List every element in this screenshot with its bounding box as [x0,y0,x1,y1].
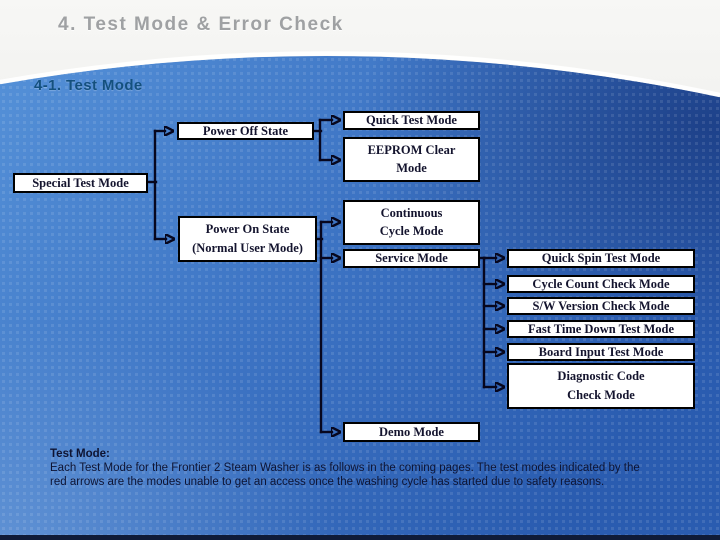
node-quick-spin-test-mode: Quick Spin Test Mode [507,249,695,268]
footer-line-1: Each Test Mode for the Frontier 2 Steam … [50,462,640,474]
node-fast-time-down-test-mode: Fast Time Down Test Mode [507,320,695,338]
node-label: Cycle Mode [379,224,444,238]
node-power-off-state: Power Off State [177,122,314,140]
section-title: 4-1. Test Mode [34,77,143,94]
node-service-mode: Service Mode [343,249,480,268]
footer-note: Test Mode: Each Test Mode for the Fronti… [50,447,700,489]
node-label: Continuous [380,206,443,220]
node-board-input-test-mode: Board Input Test Mode [507,343,695,361]
node-cycle-count-check-mode: Cycle Count Check Mode [507,275,695,293]
node-label: Mode [396,161,427,175]
node-demo-mode: Demo Mode [343,422,480,442]
node-label: Demo Mode [379,424,444,439]
node-label: Service Mode [375,251,448,265]
node-label: Power On State [205,222,290,237]
node-label: Power Off State [202,123,289,138]
node-quick-test-mode: Quick Test Mode [343,111,480,130]
node-diagnostic-code-check-mode: Diagnostic Code Check Mode [507,363,695,409]
node-label: EEPROM Clear [367,143,456,157]
node-label: (Normal User Mode) [192,240,303,255]
node-label: S/W Version Check Mode [532,298,670,313]
node-label: Diagnostic Code [557,369,645,384]
node-label: Check Mode [567,387,635,402]
node-label: Fast Time Down Test Mode [527,321,675,336]
dot-texture [0,55,720,540]
node-special-test-mode: Special Test Mode [13,173,148,193]
node-eeprom-clear-mode: EEPROM Clear Mode [343,137,480,182]
node-label: Special Test Mode [32,175,129,190]
node-continuous-cycle-mode: Continuous Cycle Mode [343,200,480,245]
node-label: Cycle Count Check Mode [532,276,670,291]
bottom-bar [0,535,720,540]
node-label: Quick Spin Test Mode [541,251,661,265]
node-label: Quick Test Mode [366,113,457,127]
curve-highlight [0,51,720,98]
footer-heading: Test Mode: [50,448,110,460]
node-label: Board Input Test Mode [538,344,664,359]
footer-line-2: red arrows are the modes unable to get a… [50,476,605,488]
node-power-on-state: Power On State (Normal User Mode) [178,216,317,262]
node-sw-version-check-mode: S/W Version Check Mode [507,297,695,315]
page-title: 4. Test Mode & Error Check [58,14,344,35]
